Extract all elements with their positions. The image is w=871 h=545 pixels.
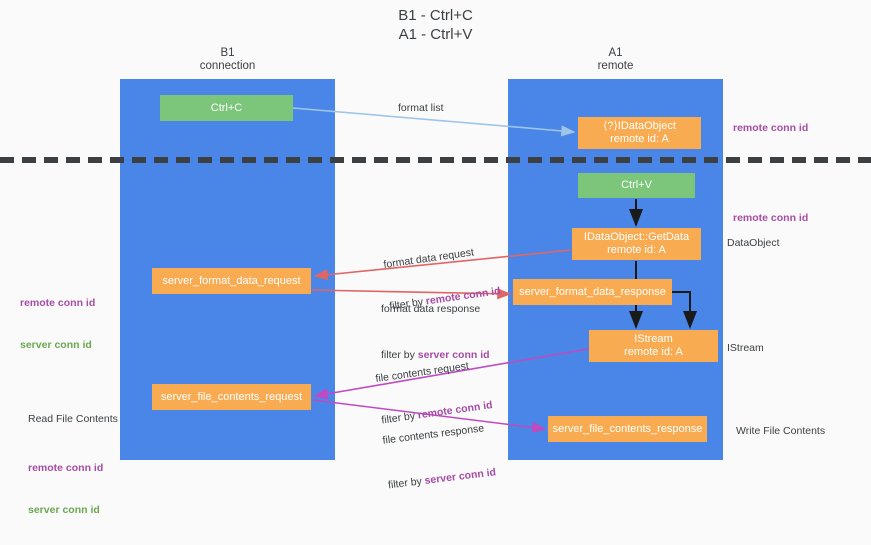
edge-label-format-list: format list bbox=[398, 102, 444, 114]
edge-format-list bbox=[292, 107, 576, 137]
filter-key-server-conn-id: server conn id bbox=[423, 466, 497, 487]
node-server-file-contents-request[interactable]: server_file_contents_request bbox=[152, 384, 311, 410]
annotation-write-file-contents: Write File Contents bbox=[736, 425, 826, 437]
annotation-remote-conn-id-mid: remote conn id bbox=[733, 212, 809, 224]
node-server-file-contents-response[interactable]: server_file_contents_response bbox=[548, 416, 707, 442]
edge-response-to-istream bbox=[672, 291, 697, 329]
diagram-canvas: B1 - Ctrl+C A1 - Ctrl+V B1 connection A1… bbox=[0, 7, 871, 516]
filter-prefix: filter by bbox=[387, 475, 426, 492]
node-idataobject-getdata[interactable]: IDataObject::GetData remote id: A bbox=[572, 228, 701, 260]
edge-label-format-data-response: format data response filter by server co… bbox=[381, 274, 490, 390]
annotation-read-file-contents-block: Read File Contents remote conn id server… bbox=[28, 384, 118, 545]
page-title: B1 - Ctrl+C A1 - Ctrl+V bbox=[398, 7, 473, 43]
filter-key-server-conn-id: server conn id bbox=[417, 349, 490, 361]
annotation-remote-conn-id-top: remote conn id bbox=[733, 122, 809, 134]
annotation-istream: IStream bbox=[727, 342, 764, 354]
edge-format-data-request bbox=[313, 249, 572, 281]
edge-file-contents-request bbox=[313, 348, 589, 400]
connector-layer bbox=[292, 107, 697, 433]
annotation-read-file-contents: Read File Contents bbox=[28, 413, 118, 425]
edge-format-data-response bbox=[311, 288, 512, 300]
node-istream[interactable]: IStream remote id: A bbox=[589, 330, 718, 362]
annotation-server-conn-id-2: server conn id bbox=[28, 504, 100, 516]
node-ctrl-c[interactable]: Ctrl+C bbox=[160, 95, 293, 121]
annotation-conn-ids-middle: remote conn id server conn id bbox=[20, 268, 95, 380]
edge-label-file-contents-response-line2: filter by server conn id bbox=[387, 465, 496, 492]
node-server-format-data-request[interactable]: server_format_data_request bbox=[152, 268, 311, 294]
annotation-dataobject: DataObject bbox=[727, 237, 780, 249]
edge-label-format-data-request-line1: format data request bbox=[382, 246, 475, 271]
annotation-server-conn-id: server conn id bbox=[20, 339, 92, 351]
edge-label-file-contents-response: file contents response filter by server … bbox=[378, 393, 500, 520]
edge-label-format-data-response-line2: filter by server conn id bbox=[381, 348, 490, 362]
swimlane-b1-heading: B1 connection bbox=[199, 47, 256, 72]
annotation-remote-conn-id: remote conn id bbox=[20, 297, 96, 309]
edge-file-contents-response bbox=[312, 399, 547, 433]
edge-label-format-data-response-line1: format data response bbox=[381, 303, 481, 315]
node-ctrl-v[interactable]: Ctrl+V bbox=[578, 173, 695, 198]
node-idataobject[interactable]: ⟨?⟩IDataObject remote id: A bbox=[578, 117, 701, 149]
phase-separator bbox=[0, 157, 871, 163]
annotation-remote-conn-id-2: remote conn id bbox=[28, 462, 104, 474]
edge-label-file-contents-request-line1: file contents request bbox=[374, 359, 470, 385]
edge-label-file-contents-response-line1: file contents response bbox=[381, 422, 485, 447]
filter-prefix: filter by bbox=[381, 349, 418, 361]
node-server-format-data-response[interactable]: server_format_data_response bbox=[513, 279, 672, 305]
swimlane-a1-heading: A1 remote bbox=[597, 47, 634, 72]
